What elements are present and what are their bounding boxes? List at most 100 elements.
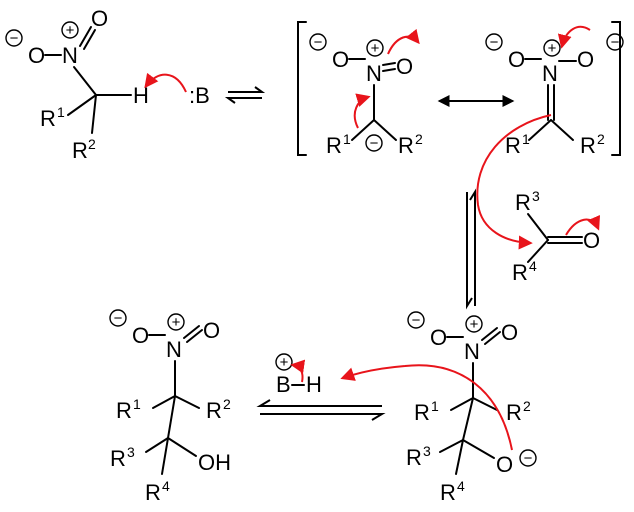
plus-charge: +	[172, 314, 181, 331]
atom-r1: R	[116, 398, 132, 423]
minus-charge: −	[314, 34, 323, 51]
atom-o-alkoxide: O	[496, 452, 513, 477]
hydroxyl-group: OH	[198, 450, 231, 475]
alkoxide-charge: −	[524, 450, 533, 467]
atom-r3: R	[515, 190, 531, 215]
atom-n-plus: N	[464, 339, 480, 364]
nitronate-c-n-double-bond-form: − O + N O − R 1 R 2	[476, 25, 624, 250]
arrow-base-to-h	[144, 72, 187, 93]
plus-charge: +	[280, 354, 289, 371]
plus-charge: +	[66, 22, 75, 39]
bond-c-r4	[161, 437, 169, 475]
r2-superscript: 2	[223, 396, 231, 412]
arrow-nucleophilic-attack	[476, 114, 552, 250]
arrow-o-to-n	[557, 25, 591, 49]
resonance-brackets	[297, 21, 621, 156]
atom-r2: R	[206, 398, 222, 423]
bond-c-o	[462, 439, 495, 459]
bond-c-c	[167, 395, 176, 439]
bond-c-r2	[373, 119, 397, 141]
atom-r2: R	[580, 133, 596, 158]
bond-c-r1	[152, 395, 176, 409]
bond-c-r2	[174, 395, 200, 409]
r1-superscript: 1	[343, 131, 351, 147]
r2-superscript: 2	[415, 131, 423, 147]
r2-superscript: 2	[523, 398, 531, 414]
atom-r2: R	[506, 400, 522, 425]
plus-charge-circle	[61, 21, 79, 39]
minus-charge-2: −	[611, 34, 620, 51]
atom-o-minus-2: O	[577, 47, 594, 72]
atom-o: O	[203, 318, 220, 343]
plus-charge-circle	[465, 315, 483, 333]
bond-c-r1	[528, 119, 552, 141]
atom-o: O	[501, 320, 518, 345]
bond-c-r2	[91, 94, 97, 134]
atom-r2: R	[398, 133, 414, 158]
right-bracket	[611, 21, 621, 156]
minus-charge-circle	[109, 309, 127, 327]
r2-superscript: 2	[597, 131, 605, 147]
bond-n-o-double-b	[83, 29, 96, 50]
minus-charge-circle-2	[606, 33, 624, 51]
beta-nitro-alcohol-product: − O + N O R 1 R 2 R 3 OH R 4	[109, 309, 231, 505]
arrow-alkoxide-to-h	[340, 364, 513, 451]
r4-superscript: 4	[162, 478, 170, 494]
atom-r4: R	[440, 480, 456, 505]
equilibrium-arrows-addition	[466, 188, 476, 310]
bond-n-c	[73, 66, 97, 96]
atom-o-minus: O	[132, 323, 149, 348]
atom-b: B	[276, 372, 291, 397]
carbonyl-electrophile: R 3 R 4 O	[512, 188, 600, 285]
atom-o-minus: O	[430, 325, 447, 350]
arrow-no-to-o	[387, 28, 420, 55]
bond-n-o-double-a	[481, 327, 498, 341]
atom-r1: R	[414, 400, 430, 425]
bond-c-r3	[439, 439, 464, 453]
r4-superscript: 4	[529, 258, 537, 274]
atom-o-minus: O	[28, 43, 45, 68]
minus-charge-circle	[407, 311, 425, 329]
equilibrium-arrows-protonation	[256, 399, 386, 421]
equilibrium-arrows-deprotonation	[224, 86, 266, 104]
arrow-bh-to-b	[290, 359, 306, 383]
bond-c-oh	[167, 437, 197, 457]
atom-r1: R	[40, 106, 56, 131]
arrow-carbanion-to-cn	[353, 93, 371, 129]
plus-charge: +	[371, 40, 380, 57]
atom-r1: R	[326, 133, 342, 158]
atom-n-plus: N	[366, 61, 382, 86]
r1-superscript: 1	[431, 398, 439, 414]
eq-right	[260, 413, 386, 421]
bond-n-o-double-b	[484, 331, 501, 345]
r3-superscript: 3	[127, 444, 135, 460]
alkoxide-charge-circle	[519, 449, 537, 467]
left-bracket	[297, 21, 307, 156]
eq-reverse	[224, 97, 262, 104]
atom-n-plus: N	[166, 337, 182, 362]
bond-c-r1	[67, 94, 97, 116]
atom-n-plus: N	[62, 43, 78, 68]
bond-c-r1	[351, 119, 375, 141]
atom-h: H	[133, 83, 149, 108]
minus-charge: −	[114, 310, 123, 327]
r1-superscript: 1	[522, 131, 530, 147]
bond-n-o-double-b	[382, 68, 396, 72]
carbanion-charge: −	[370, 135, 379, 152]
r3-superscript: 3	[532, 188, 540, 204]
plus-charge-circle	[167, 313, 185, 331]
eq-left	[256, 399, 382, 407]
minus-charge-circle	[485, 33, 503, 51]
eq-down	[466, 192, 473, 310]
base-lone-pair: :B	[189, 83, 210, 108]
atom-r2: R	[72, 138, 88, 163]
bond-n-o-double-a	[79, 26, 92, 47]
bond-c-r3	[145, 437, 169, 453]
nitronate-carbanion-form: − O + N O − R 1 R 2	[309, 28, 423, 158]
atom-o: O	[396, 54, 413, 79]
r4-superscript: 4	[457, 478, 465, 494]
nitroalkane-reactant: − O + N O H R 1 R 2 :B	[5, 6, 210, 163]
minus-charge-circle	[309, 33, 327, 51]
atom-h: H	[306, 372, 322, 397]
